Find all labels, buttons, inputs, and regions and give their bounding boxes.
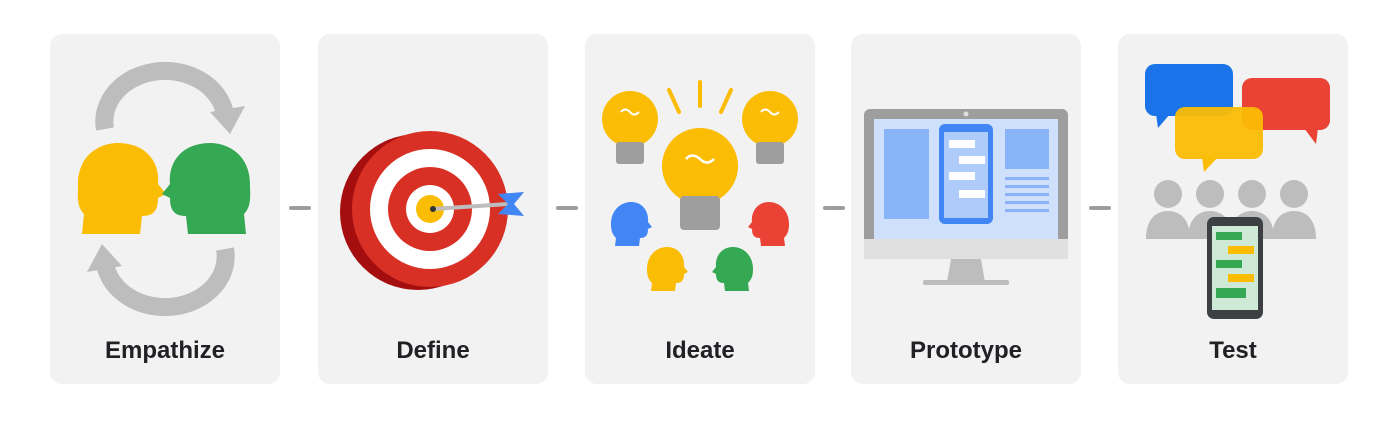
two-heads-exchange-icon <box>77 61 251 317</box>
feedback-users-phone-icon <box>1145 64 1330 319</box>
stage-label: Prototype <box>909 337 1022 364</box>
stage-label: Define <box>396 337 470 364</box>
stage-card-empathize: Empathize <box>50 34 280 384</box>
connector-line <box>556 206 578 210</box>
connector-line <box>289 206 311 210</box>
stage-card-test: Test <box>1118 34 1348 384</box>
stage-card-prototype: Prototype <box>851 34 1081 384</box>
stage-card-ideate: Ideate <box>585 34 815 384</box>
connector-line <box>823 206 845 210</box>
stage-label: Empathize <box>104 337 226 364</box>
monitor-prototype-icon <box>864 109 1068 285</box>
stage-label: Test <box>1209 337 1257 364</box>
bullseye-target-icon <box>340 131 524 290</box>
connector-line <box>1089 206 1111 210</box>
stage-label: Ideate <box>665 337 735 364</box>
stage-card-define: Define <box>318 34 548 384</box>
lightbulbs-people-icon <box>602 80 798 291</box>
